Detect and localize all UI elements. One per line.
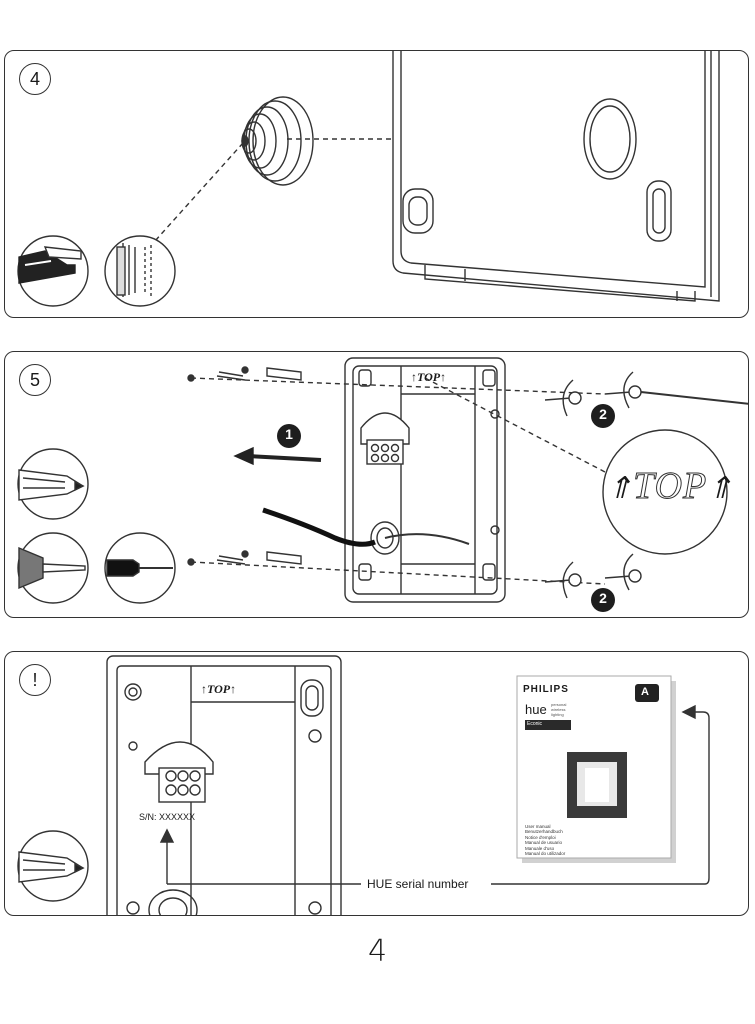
callout-2-label: 2: [599, 406, 607, 422]
step-number: 4: [19, 63, 51, 95]
callout-1-label: 1: [285, 426, 293, 442]
screw-icon: [544, 385, 642, 587]
arrow-left-icon: [233, 446, 322, 466]
step-4-panel: 4: [4, 50, 749, 318]
callout-2-label-bottom: 2: [599, 590, 607, 606]
manual-product-name: Econic: [527, 721, 543, 727]
arrow-up-icon: [159, 704, 710, 885]
grommet-icon: [241, 96, 314, 186]
cutter-icon: [17, 235, 89, 307]
user-manual-icon: [516, 675, 676, 863]
serial-number-caption: HUE serial number: [367, 877, 469, 891]
callout-1: [277, 424, 301, 448]
top-marking-zoom-icon: [602, 429, 728, 555]
step-4-illustration: [17, 51, 720, 307]
top-mark-small: ↑TOP↑: [411, 370, 447, 384]
up-arrow-icon: ⇑: [707, 472, 734, 505]
serial-number-label: S/N: XXXXXX: [139, 812, 196, 822]
drill-icon: [17, 532, 89, 604]
manual-product-line: hue: [525, 702, 547, 717]
warning-badge: !: [19, 664, 51, 696]
pencil-icon: [17, 448, 89, 520]
rotate-arrow-icon: [562, 371, 634, 599]
callout-2: [591, 404, 615, 612]
wall-plug-icon: [187, 366, 302, 566]
manual-tagline: personal wireless lighting: [551, 702, 567, 717]
housing-interior-icon: [106, 655, 342, 915]
energy-label-badge: A: [641, 686, 649, 698]
housing-back-icon: [392, 51, 720, 302]
housing-front-icon: [344, 357, 506, 603]
manual-brand: PHILIPS: [523, 684, 569, 695]
up-arrow-icon: ⇑: [607, 472, 634, 505]
screwdriver-icon: [104, 532, 176, 604]
grommet-section-icon: [104, 235, 176, 307]
top-mark: ↑TOP↑: [201, 682, 237, 696]
step-5-panel: 5: [4, 351, 749, 618]
step-5-illustration: [17, 357, 748, 612]
step-number: 5: [19, 364, 51, 396]
warning-panel: !: [4, 651, 749, 916]
screwdriver-shaft-icon: [640, 391, 748, 405]
top-mark-large: ⇑TOP⇑: [607, 465, 734, 508]
warning-illustration: [17, 655, 710, 915]
pencil-icon: [17, 830, 89, 902]
manual-languages: User manual Benutzerhandbuch Notice d'em…: [525, 824, 566, 857]
page-number: 4: [367, 934, 388, 969]
cable-icon: [262, 507, 376, 547]
